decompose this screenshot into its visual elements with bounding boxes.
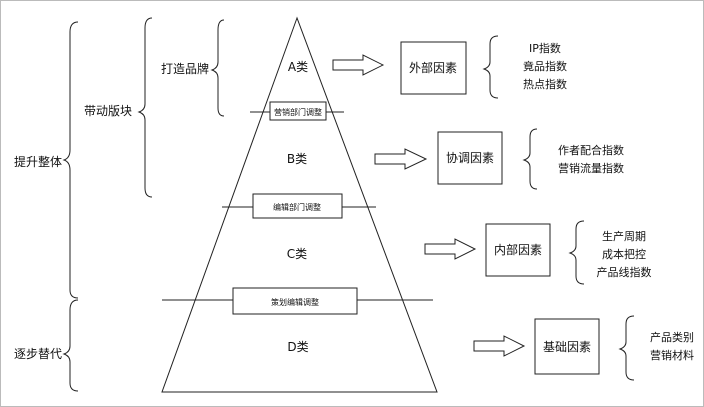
- coordination-item-2: 营销流量指数: [558, 161, 624, 175]
- external-item-1: IP指数: [529, 41, 561, 55]
- brace-overall: [62, 21, 79, 299]
- brace-replace: [62, 299, 79, 392]
- arrow-coordination: [374, 148, 428, 170]
- factor-box-coordination: [437, 131, 503, 185]
- brace-external: [482, 35, 499, 99]
- brace-drive: [137, 17, 153, 198]
- level-d-label: D类: [287, 340, 308, 354]
- band-label-1: 营销部门调整: [274, 107, 322, 117]
- brace-brand: [210, 19, 225, 117]
- factor-label-basic: 基础因素: [543, 340, 591, 354]
- band-box-2: [252, 193, 343, 219]
- external-item-3: 热点指数: [523, 77, 567, 91]
- factor-label-internal: 内部因素: [494, 242, 542, 257]
- factor-label-external: 外部因素: [409, 60, 457, 75]
- brace-coordination: [522, 128, 538, 190]
- band-box-3: [232, 287, 358, 315]
- factor-label-coordination: 协调因素: [446, 150, 494, 165]
- arrow-basic: [473, 335, 526, 357]
- internal-item-3: 产品线指数: [597, 265, 652, 279]
- external-item-2: 竟品指数: [523, 59, 567, 73]
- factor-box-basic: [534, 318, 600, 375]
- basic-item-2: 营销材料: [650, 348, 694, 362]
- factor-box-internal: [485, 223, 551, 277]
- band-box-1: [269, 101, 327, 121]
- coordination-item-1: 作者配合指数: [558, 143, 624, 157]
- brace-basic: [618, 315, 635, 381]
- arrow-external: [332, 54, 385, 76]
- level-c-label: C类: [287, 247, 307, 261]
- level-a-label: A类: [288, 60, 308, 74]
- label-top-group: 提升整体: [14, 154, 62, 169]
- internal-item-2: 成本把控: [602, 247, 646, 261]
- label-brand: 打造品牌: [161, 62, 209, 76]
- brace-internal: [568, 220, 585, 285]
- arrow-internal: [424, 238, 477, 260]
- band-label-2: 编辑部门调整: [273, 202, 321, 212]
- internal-item-1: 生产周期: [602, 229, 646, 243]
- label-sub-group: 带动版块: [84, 104, 132, 118]
- basic-item-1: 产品类别: [650, 330, 694, 344]
- level-b-label: B类: [287, 152, 307, 166]
- band-label-3: 策划编辑调整: [271, 297, 319, 307]
- label-bottom-group: 逐步替代: [14, 347, 62, 361]
- factor-box-external: [400, 41, 467, 95]
